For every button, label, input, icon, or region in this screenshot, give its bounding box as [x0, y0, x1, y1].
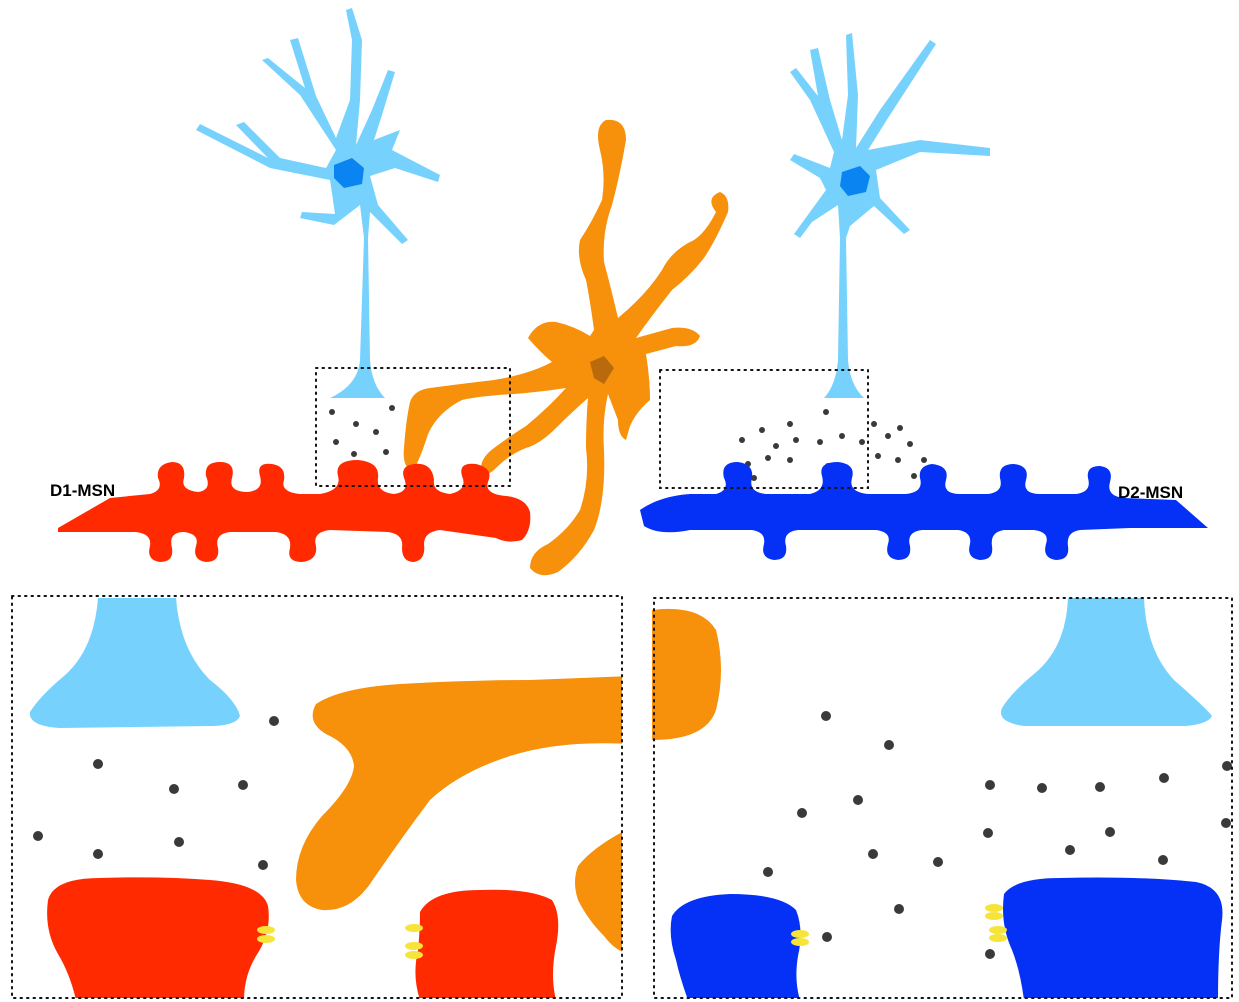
zoom-panel-d1: [12, 596, 630, 1000]
d1-spine-small-icon: [415, 890, 558, 1000]
zoom-panel-d2: [652, 598, 1232, 1000]
d2-msn-label: D2-MSN: [1118, 483, 1183, 502]
d1-msn-dendrite-icon: D1-MSN: [50, 460, 530, 562]
d1-spine-large-icon: [47, 877, 269, 1000]
cortical-neuron-right-icon: [790, 33, 990, 398]
receptor-icon: [257, 924, 423, 959]
cortical-neuron-left-icon: [196, 8, 440, 398]
dopamine-dots-top-left: [329, 405, 395, 457]
astrocyte-edge-icon: [652, 609, 721, 740]
d2-spine-large-icon: [1003, 878, 1222, 1001]
d2-spine-small-icon: [671, 894, 801, 1000]
presynaptic-terminal-right-icon: [1001, 598, 1212, 726]
presynaptic-terminal-left-icon: [30, 598, 240, 728]
d1-msn-label: D1-MSN: [50, 481, 115, 500]
d2-msn-dendrite-icon: D2-MSN: [640, 462, 1208, 560]
